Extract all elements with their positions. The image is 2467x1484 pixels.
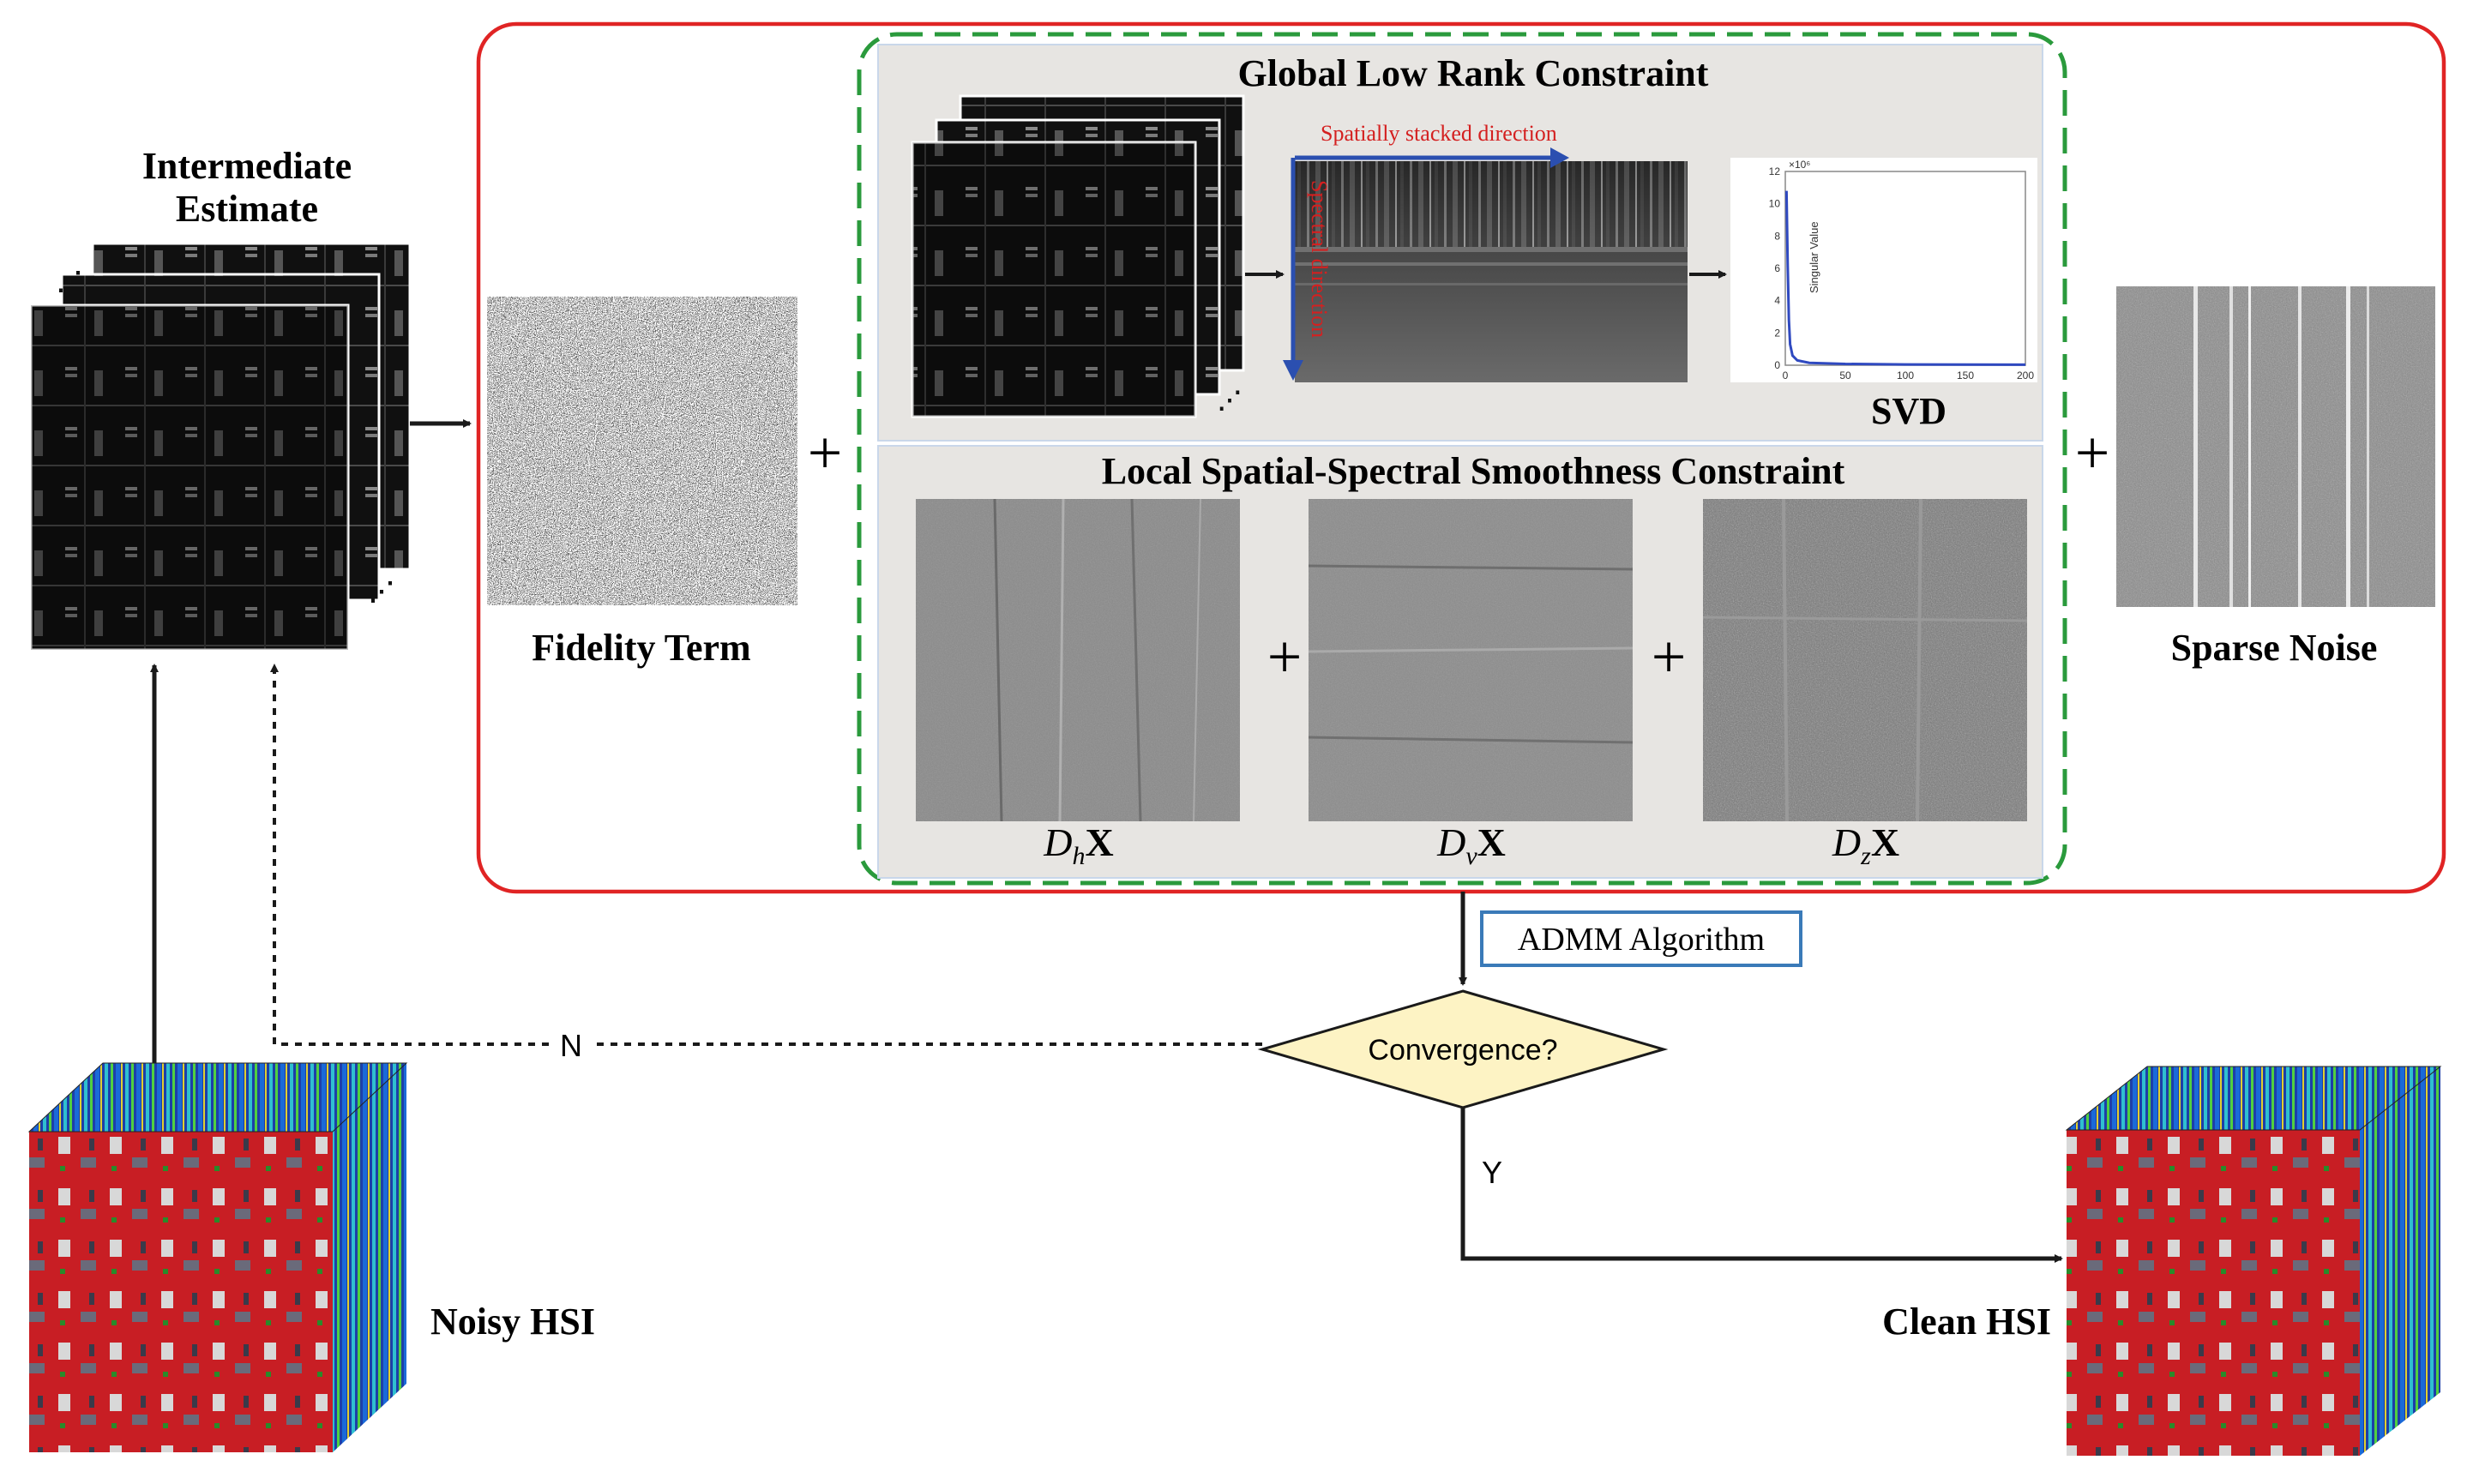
sparse-noise-label: Sparse Noise: [2171, 627, 2378, 669]
svg-text:⋰: ⋰: [57, 267, 82, 296]
svd-y-tick-label: 4: [1774, 295, 1780, 307]
convergence-label: Convergence?: [1368, 1034, 1557, 1066]
svd-plot: 0 2 4 6 8 10 12 0 50 100 150 200 ×10⁶ Singular Val…: [1730, 158, 2037, 382]
svd-x-tick-label: 50: [1839, 369, 1851, 382]
noisy-hsi-cube: [27, 1062, 408, 1452]
clean-hsi-label: Clean HSI: [1882, 1301, 2051, 1343]
dv-operator-label: DvX: [1436, 820, 1506, 870]
dz-operator-label: DzX: [1832, 820, 1899, 870]
plus-sign-4: +: [2075, 418, 2110, 487]
intermediate-estimate-stack: ⋰ ⋰: [29, 242, 412, 652]
plus-sign-3: +: [1652, 622, 1687, 691]
sparse-noise-image: [2116, 286, 2435, 607]
dz-gradient-image: [1702, 498, 2028, 822]
noisy-hsi-label: Noisy HSI: [430, 1301, 595, 1343]
clean-hsi-cube: [2065, 1066, 2442, 1456]
svd-y-tick-label: 8: [1774, 230, 1780, 242]
svd-plot-background: [1730, 158, 2037, 382]
global-low-rank-title: Global Low Rank Constraint: [1238, 52, 1709, 94]
spatially-stacked-arrowhead: [1550, 147, 1569, 168]
svd-x-tick-label: 150: [1957, 369, 1974, 382]
plus-sign-2: +: [1267, 622, 1303, 691]
no-branch-dashed-path: [270, 664, 1262, 1046]
svd-y-tick-label: 10: [1769, 198, 1781, 210]
local-smoothness-title: Local Spatial-Spectral Smoothness Constr…: [1102, 450, 1845, 492]
unfolded-matrix: [1295, 161, 1688, 382]
intermediate-label-line1: Intermediate: [142, 145, 352, 187]
dh-operator-label: DhX: [1043, 820, 1113, 870]
svg-text:⋰: ⋰: [1218, 388, 1242, 414]
hsi-band-stack: ⋰: [911, 94, 1245, 418]
yes-branch-path: [1460, 1108, 2063, 1263]
fidelity-term-label: Fidelity Term: [532, 627, 750, 669]
yes-branch-label: Y: [1482, 1155, 1502, 1190]
fidelity-noise-image: [487, 297, 797, 605]
svd-y-axis-label: Singular Value: [1808, 221, 1820, 293]
dv-gradient-image: [1308, 499, 1634, 821]
svd-x-tick-label: 200: [2017, 369, 2034, 382]
regularization-box: [857, 32, 2067, 886]
n-label-bg: [549, 1025, 593, 1063]
svd-x-tick-label: 100: [1897, 369, 1914, 382]
admm-label: ADMM Algorithm: [1518, 922, 1765, 958]
svd-exponent-label: ×10⁶: [1789, 159, 1810, 171]
no-branch-label: N: [560, 1028, 582, 1063]
spectral-direction-label: Spectral direction: [1307, 180, 1332, 338]
dh-gradient-image: [916, 498, 1240, 822]
spectral-direction-arrowhead: [1283, 360, 1303, 381]
spatially-stacked-label: Spatially stacked direction: [1321, 121, 1557, 146]
admm-box: [1480, 910, 1802, 967]
svd-y-tick-label: 2: [1774, 327, 1780, 339]
svd-y-tick-label: 6: [1774, 262, 1780, 274]
svd-y-tick-label: 0: [1774, 359, 1780, 371]
svd-singular-value-curve: [1784, 190, 2026, 366]
svd-label: SVD: [1871, 390, 1947, 432]
svg-text:⋰: ⋰: [369, 578, 394, 606]
svd-x-tick-label: 0: [1783, 369, 1789, 382]
plus-sign-1: +: [808, 418, 843, 487]
svd-y-tick-label: 12: [1769, 165, 1781, 177]
intermediate-label-line2: Estimate: [176, 188, 318, 230]
